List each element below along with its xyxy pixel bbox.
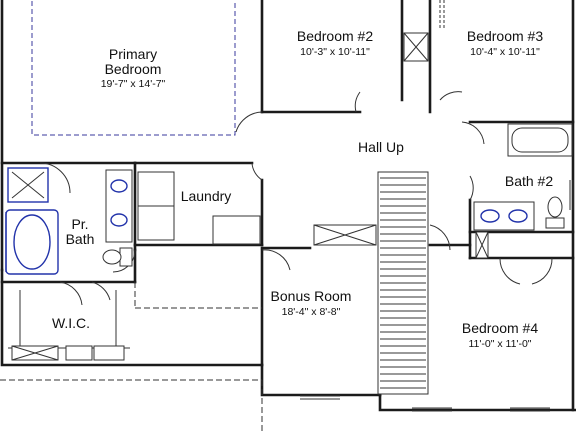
bonus-room-name: Bonus Room [270, 288, 352, 304]
bedroom2-name: Bedroom #2 [296, 28, 374, 44]
dashed-outlines [0, 0, 263, 432]
bedroom4-name: Bedroom #4 [461, 320, 539, 336]
stairs [377, 171, 429, 395]
primary-bedroom-name-line1: Primary [108, 46, 158, 62]
primary-bath-name-line1: Pr. [71, 216, 89, 232]
wic-name: W.I.C. [51, 315, 91, 331]
laundry-name: Laundry [180, 188, 232, 204]
bedroom2-dims: 10'-3" x 10'-11" [300, 46, 370, 58]
closets [8, 32, 489, 361]
bath2-name: Bath #2 [504, 173, 554, 189]
bedroom4-dims: 11'-0" x 11'-0" [468, 338, 532, 350]
bedroom3-name: Bedroom #3 [466, 28, 544, 44]
laundry-machines [137, 171, 261, 245]
bath2-fixtures [473, 123, 573, 231]
bonus-room-dims: 18'-4" x 8'-8" [281, 306, 341, 318]
bedroom3-dims: 10'-4" x 10'-11" [470, 46, 540, 58]
primary-bath-name-line2: Bath [65, 231, 95, 247]
primary-bedroom-dims: 19'-7" x 14'-7" [100, 78, 166, 90]
windows [300, 0, 574, 412]
primary-bath-fixtures [5, 167, 133, 275]
doors [39, 91, 553, 306]
primary-bedroom-name-line2: Bedroom [104, 61, 162, 77]
hall-name: Hall Up [358, 139, 404, 155]
